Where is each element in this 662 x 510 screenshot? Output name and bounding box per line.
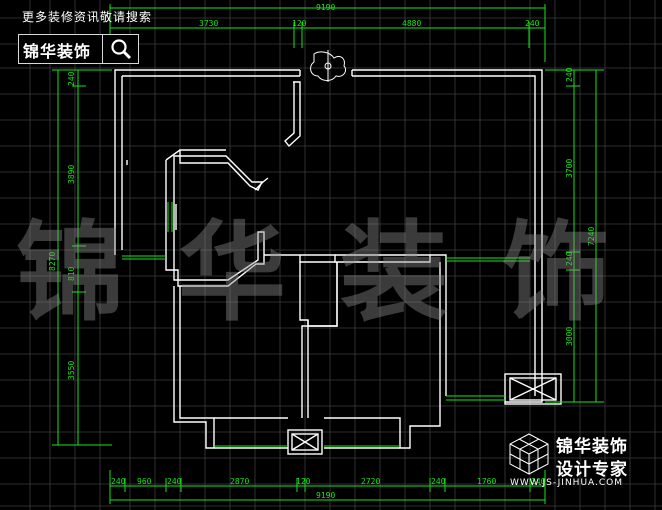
dim-top-2: 120 [292,19,307,28]
dim-right-2: 3700 [565,159,574,178]
dim-right-1: 240 [565,67,574,82]
dim-left-total: 8270 [48,252,57,271]
dim-left-4: 3550 [67,361,76,380]
dim-bottom-7: 240 [431,477,446,486]
dimension-labels: 9190 3730 120 4880 240 240 960 240 2870 … [48,3,596,500]
dim-top-3: 4880 [402,19,421,28]
dim-bottom-2: 960 [137,477,152,486]
magnifier-icon[interactable] [109,37,133,61]
dim-bottom-4: 2870 [230,477,249,486]
dim-right-4: 3000 [565,327,574,346]
windows [122,202,530,447]
dim-left-1: 240 [67,71,76,86]
search-divider [102,35,103,63]
north-arrow-icon [310,50,347,82]
dim-bottom-3: 240 [167,477,182,486]
dim-top-1: 3730 [199,19,218,28]
dim-right-3: 240 [565,251,574,266]
logo-brand-name: 锦华装饰 [556,437,628,457]
logo-website: WWW.JS-JINHUA.COM [510,478,624,488]
dim-top-total: 9190 [316,3,335,12]
search-brand-label: 锦华装饰 [23,42,92,61]
logo-slogan: 设计专家 [556,460,628,480]
search-box[interactable]: 锦华装饰 [18,34,139,64]
dim-left-2: 3890 [67,165,76,184]
top-promo-text: 更多装修资讯敬请搜索 [22,10,153,24]
walls [114,69,562,455]
dim-top-4: 240 [525,19,540,28]
dimension-lines [52,4,604,504]
dim-bottom-5: 120 [296,477,311,486]
dim-bottom-total: 9190 [316,491,335,500]
dim-bottom-8: 1760 [477,477,496,486]
dim-bottom-9: 240 [531,477,546,486]
dim-right-total: 7240 [587,227,596,246]
dim-left-3: 810 [67,266,76,281]
cube-icon [509,433,549,475]
dim-bottom-6: 2720 [361,477,380,486]
dim-bottom-1: 240 [111,477,126,486]
